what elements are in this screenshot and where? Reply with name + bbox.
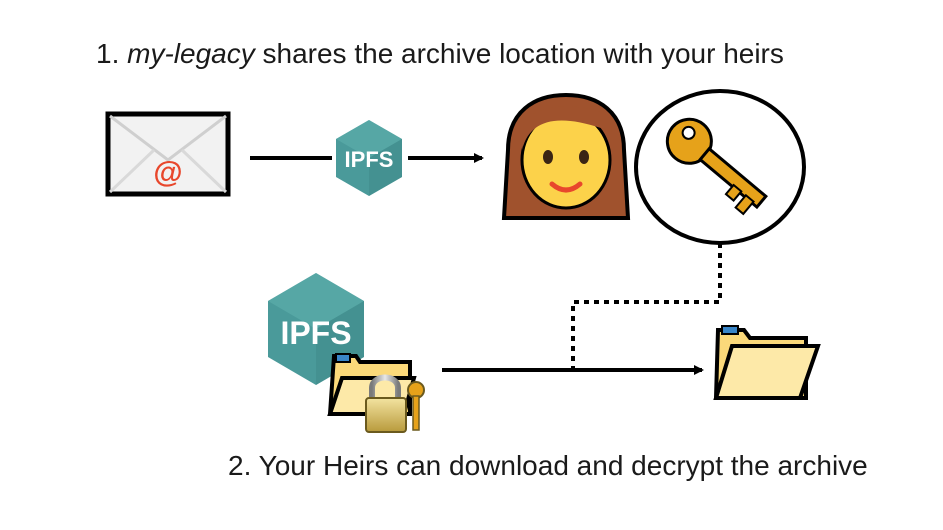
key-connector bbox=[571, 243, 722, 370]
caption-step-1: 1. my-legacy shares the archive location… bbox=[96, 38, 784, 70]
step-1-text: shares the archive location with your he… bbox=[262, 38, 784, 69]
ipfs-large-label: IPFS bbox=[280, 315, 351, 351]
key-icon bbox=[634, 89, 806, 245]
project-name: my-legacy bbox=[127, 38, 255, 69]
email-icon: @ bbox=[105, 111, 231, 197]
locked-folder-icon bbox=[327, 353, 425, 433]
ipfs-small-label: IPFS bbox=[345, 147, 394, 172]
woman-icon bbox=[501, 92, 631, 220]
ipfs-small-icon: IPFS bbox=[336, 120, 402, 196]
svg-text:@: @ bbox=[153, 156, 182, 189]
caption-step-2: 2. Your Heirs can download and decrypt t… bbox=[228, 450, 868, 481]
step-1-number: 1. bbox=[96, 38, 120, 69]
folder-icon bbox=[713, 325, 821, 400]
